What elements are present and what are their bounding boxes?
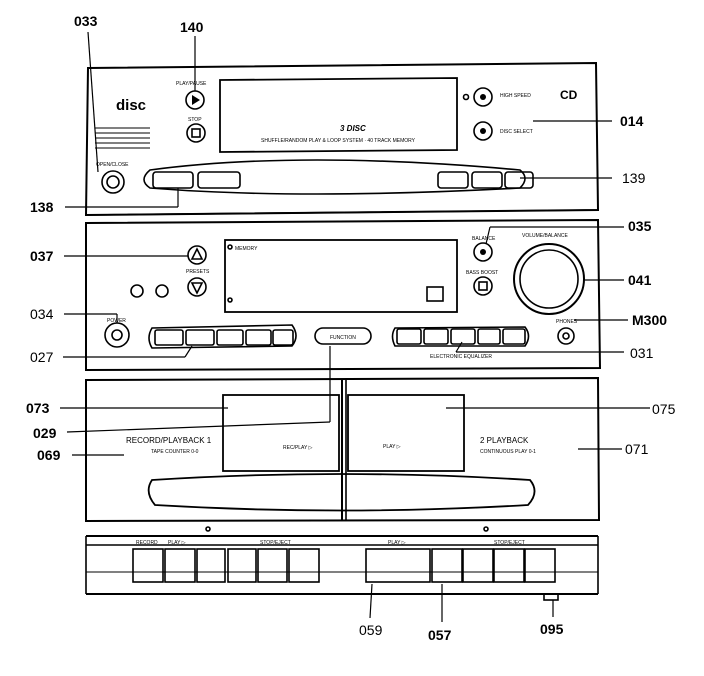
stop-eject1-label: STOP/EJECT [260, 540, 291, 546]
deck1-subtitle: TAPE COUNTER 0-0 [151, 449, 199, 455]
disc-count-label: 3 DISC [340, 124, 366, 133]
phones-label: PHONES [556, 319, 578, 325]
callout-075: 075 [652, 401, 676, 417]
deck2-subtitle: CONTINUOUS PLAY 0-1 [480, 449, 536, 455]
callout-034: 034 [30, 306, 54, 322]
high-speed-label: HIGH SPEED [500, 93, 531, 99]
function-label: FUNCTION [330, 335, 356, 341]
callout-031: 031 [630, 345, 654, 361]
volume-balance-label: VOLUME/BALANCE [522, 233, 569, 239]
open-close-label: OPEN/CLOSE [96, 162, 129, 168]
callout-m300: M300 [632, 312, 668, 328]
callout-095: 095 [540, 621, 564, 637]
amplifier-panel [85, 218, 602, 372]
callout-057: 057 [428, 627, 452, 643]
memory-label: MEMORY [235, 246, 258, 252]
record-label: RECORD [136, 540, 158, 546]
balance-label: BALANCE [472, 236, 496, 242]
equalizer-label: ELECTRONIC EQUALIZER [430, 354, 492, 360]
cd-logo: CD [560, 88, 578, 102]
cd-brand-logo: disc [116, 97, 146, 114]
callout-069: 069 [37, 447, 61, 463]
stop-label: STOP [188, 117, 202, 123]
play2-label: PLAY ▷ [388, 540, 406, 546]
callout-035: 035 [628, 218, 652, 234]
stop-eject2-label: STOP/EJECT [494, 540, 525, 546]
cd-panel [84, 61, 600, 217]
panel-text: disc PLAY/PAUSE STOP OPEN/CLOSE HIGH SPE… [96, 81, 578, 546]
callout-029: 029 [33, 425, 57, 441]
deck2-play-label: PLAY ▷ [383, 444, 401, 450]
play-pause-label: PLAY/PAUSE [176, 81, 207, 87]
disc-select-label: DISC SELECT [500, 129, 533, 135]
callout-073: 073 [26, 400, 50, 416]
leader-lines [60, 31, 650, 622]
callout-033: 033 [74, 13, 98, 29]
bass-boost-label: BASS BOOST [466, 270, 498, 276]
tape-deck-panel [85, 376, 601, 532]
callout-071: 071 [625, 441, 649, 457]
callout-140: 140 [180, 19, 204, 35]
callout-139: 139 [622, 170, 646, 186]
power-label: POWER [107, 318, 126, 324]
play1-label: PLAY ▷ [168, 540, 186, 546]
callout-041: 041 [628, 272, 652, 288]
deck1-title: RECORD/PLAYBACK 1 [126, 436, 212, 445]
callout-027: 027 [30, 349, 54, 365]
callout-037: 037 [30, 248, 54, 264]
callout-138: 138 [30, 199, 54, 215]
presets-label: PRESETS [186, 269, 210, 275]
cd-tagline: SHUFFLE/RANDOM PLAY & LOOP SYSTEM · 40 T… [261, 138, 416, 144]
callout-059: 059 [359, 622, 383, 638]
transport-panel [85, 535, 599, 601]
deck1-play-label: REC/PLAY ▷ [283, 445, 313, 451]
deck2-title: 2 PLAYBACK [480, 436, 529, 445]
callout-014: 014 [620, 113, 644, 129]
